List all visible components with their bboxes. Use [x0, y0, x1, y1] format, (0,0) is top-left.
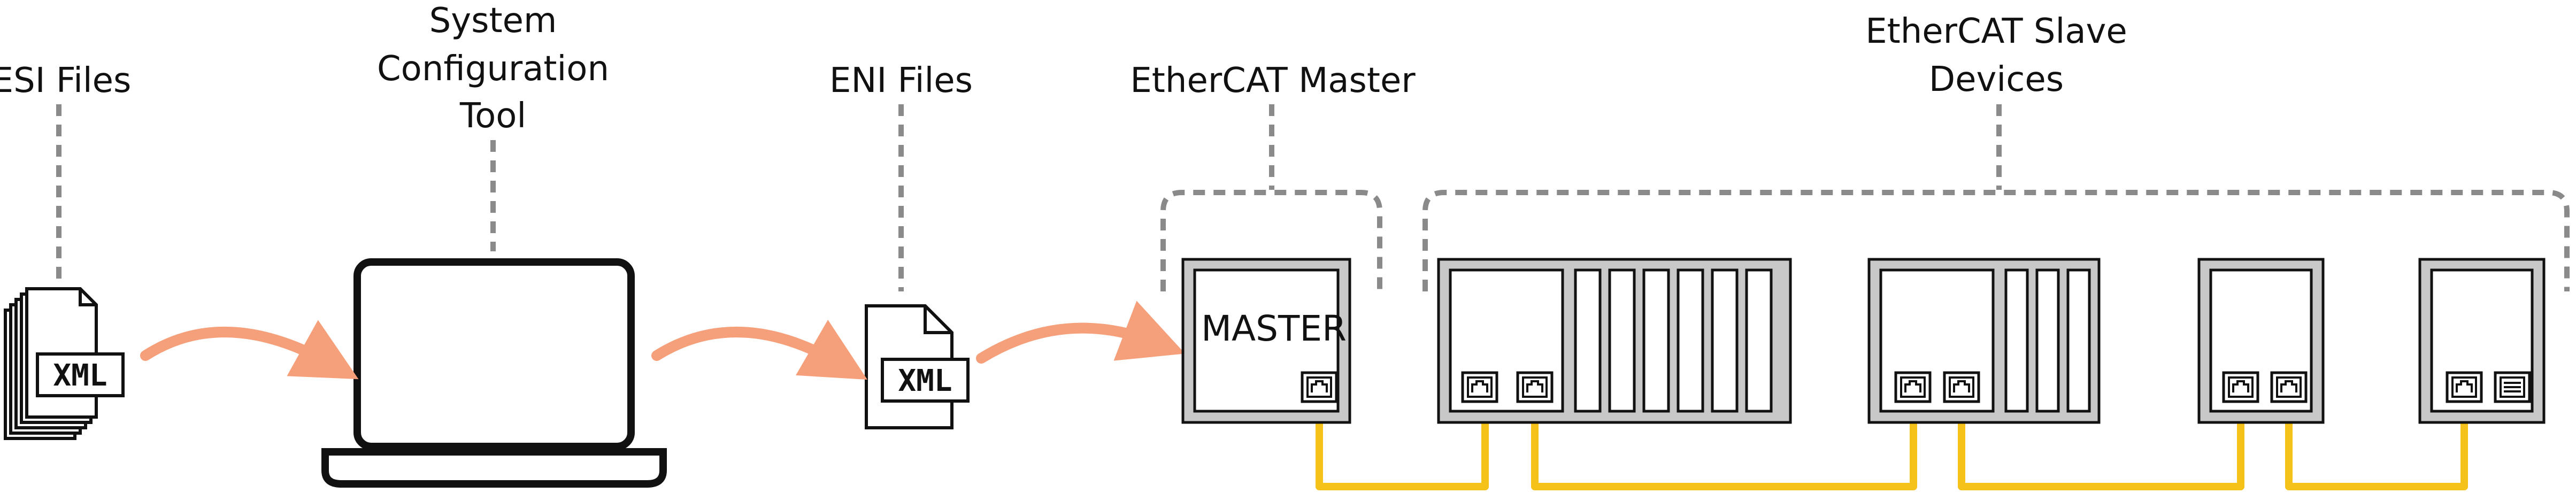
eni-files-label: ENI Files	[829, 61, 973, 101]
slave4-terminator-icon	[2494, 371, 2531, 403]
eni-file-icon: XML	[865, 304, 970, 429]
slave-devices-label-line2: Devices	[1929, 60, 2064, 99]
laptop-icon	[321, 258, 667, 488]
esi-xml-text: XML	[53, 358, 107, 393]
system-config-label-line3: Tool	[459, 96, 526, 136]
master-bracket	[1160, 190, 1382, 291]
slave1-port-in-icon	[1463, 373, 1497, 402]
arrow-esi-to-tool	[140, 320, 359, 380]
slave-device-2	[1867, 258, 2101, 424]
slave3-port-out-icon	[2272, 373, 2306, 402]
eni-xml-text: XML	[898, 364, 952, 398]
slave2-port-in-icon	[1896, 373, 1930, 402]
slave-device-4	[2418, 258, 2546, 424]
master-device: MASTER	[1181, 258, 1351, 424]
slave4-port-in-icon	[2447, 373, 2481, 402]
master-label: MASTER	[1201, 308, 1347, 349]
slave3-port-in-icon	[2224, 373, 2258, 402]
slave2-port-out-icon	[1944, 373, 1979, 402]
master-port-icon	[1302, 373, 1336, 402]
ethercat-master-label: EtherCAT Master	[1130, 61, 1416, 101]
slave1-port-out-icon	[1518, 373, 1552, 402]
slaves-bracket	[1422, 190, 2570, 291]
flow-arrows	[140, 301, 1186, 380]
slave-device-3	[2197, 258, 2325, 424]
slave-devices-label-line1: EtherCAT Slave	[1865, 12, 2127, 51]
esi-files-icon: XML	[4, 287, 125, 440]
system-config-label-line1: System	[429, 1, 557, 41]
arrow-tool-to-eni	[651, 320, 867, 380]
system-config-label-line2: Configuration	[377, 49, 609, 89]
slave-device-1	[1437, 258, 1792, 424]
dashed-leaders	[56, 104, 2002, 291]
arrow-eni-to-master	[976, 301, 1186, 364]
ethercat-cables	[1316, 396, 2468, 490]
esi-files-label: ESI Files	[0, 61, 131, 101]
